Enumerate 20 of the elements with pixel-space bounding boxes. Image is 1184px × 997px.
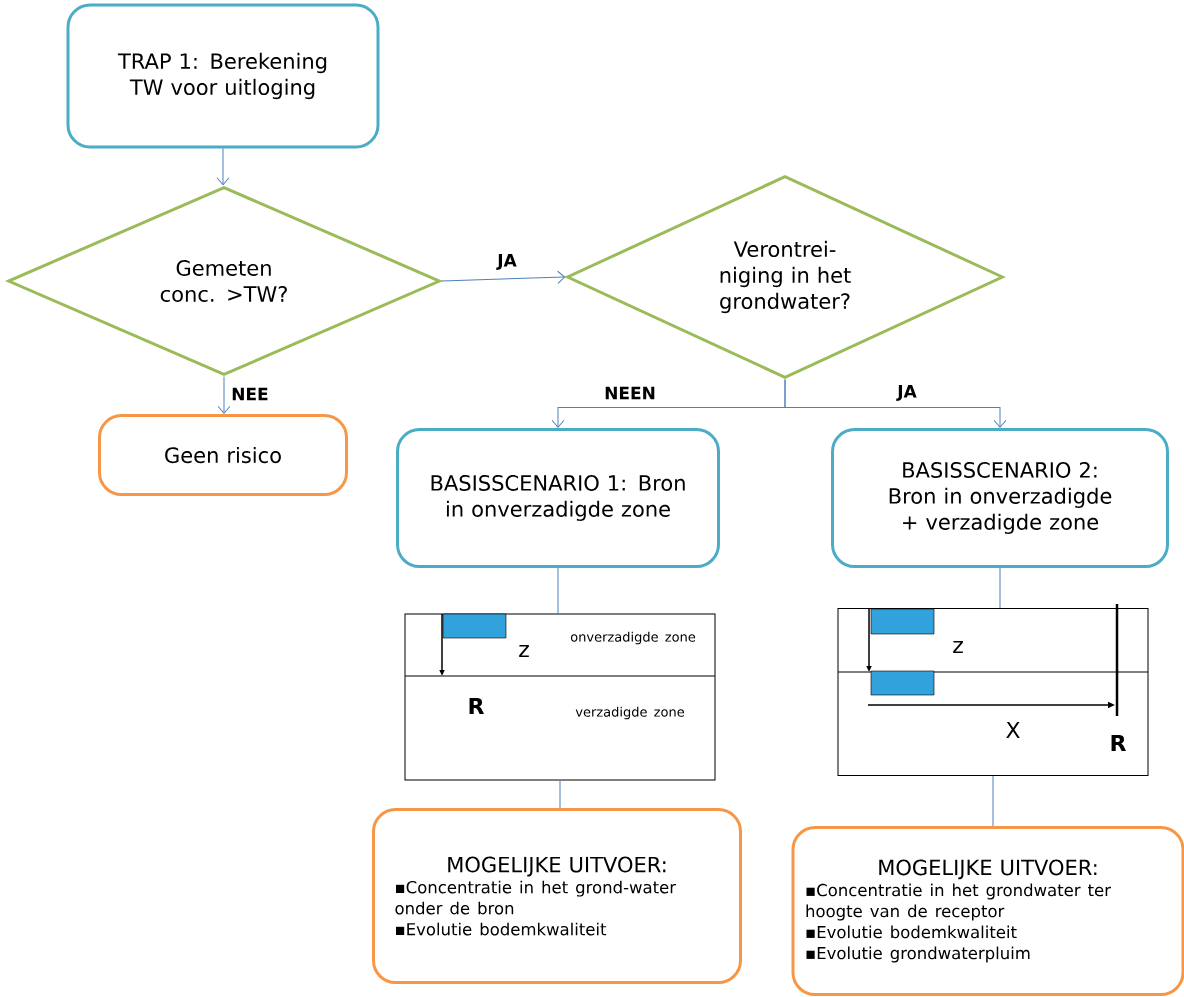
process-box: BASISSCENARIO 2: Bron in onverzadigde + verzadigde zone [831, 428, 1169, 568]
connector-line [999, 567, 1001, 609]
soil-profile-drawing: onverzadigde zone z R verzadigde zone [404, 613, 716, 781]
edge-label: JA [896, 384, 918, 402]
result-box: MOGELIJKE UITVOER: ▪Concentratie in het grond-water onder de bron ▪Evolutie bodemkwaliteit [372, 808, 742, 984]
connector-line [992, 775, 994, 827]
arrow [441, 270, 566, 284]
process-box: BASISSCENARIO 1: Bron in onverzadigde zone [396, 428, 720, 568]
edge-label: NEEN [603, 385, 657, 401]
arrow [784, 379, 1007, 428]
arrow [217, 376, 231, 414]
process-box: TRAP 1: Berekening TW voor uitloging [66, 3, 380, 149]
result-box: MOGELIJKE UITVOER: ▪Concentratie in het grondwater ter hoogte van de receptor ▪Evolutie bodemkwaliteit ▪Evolutie grondwaterpluim [791, 826, 1184, 996]
result-box: Geen risico [98, 414, 348, 496]
edge-label: JA [496, 253, 518, 271]
soil-profile-drawing: z X R [837, 604, 1149, 776]
connector-line [559, 780, 561, 809]
connector-line [557, 567, 559, 614]
arrow [216, 148, 230, 186]
edge-label: NEE [230, 386, 270, 402]
